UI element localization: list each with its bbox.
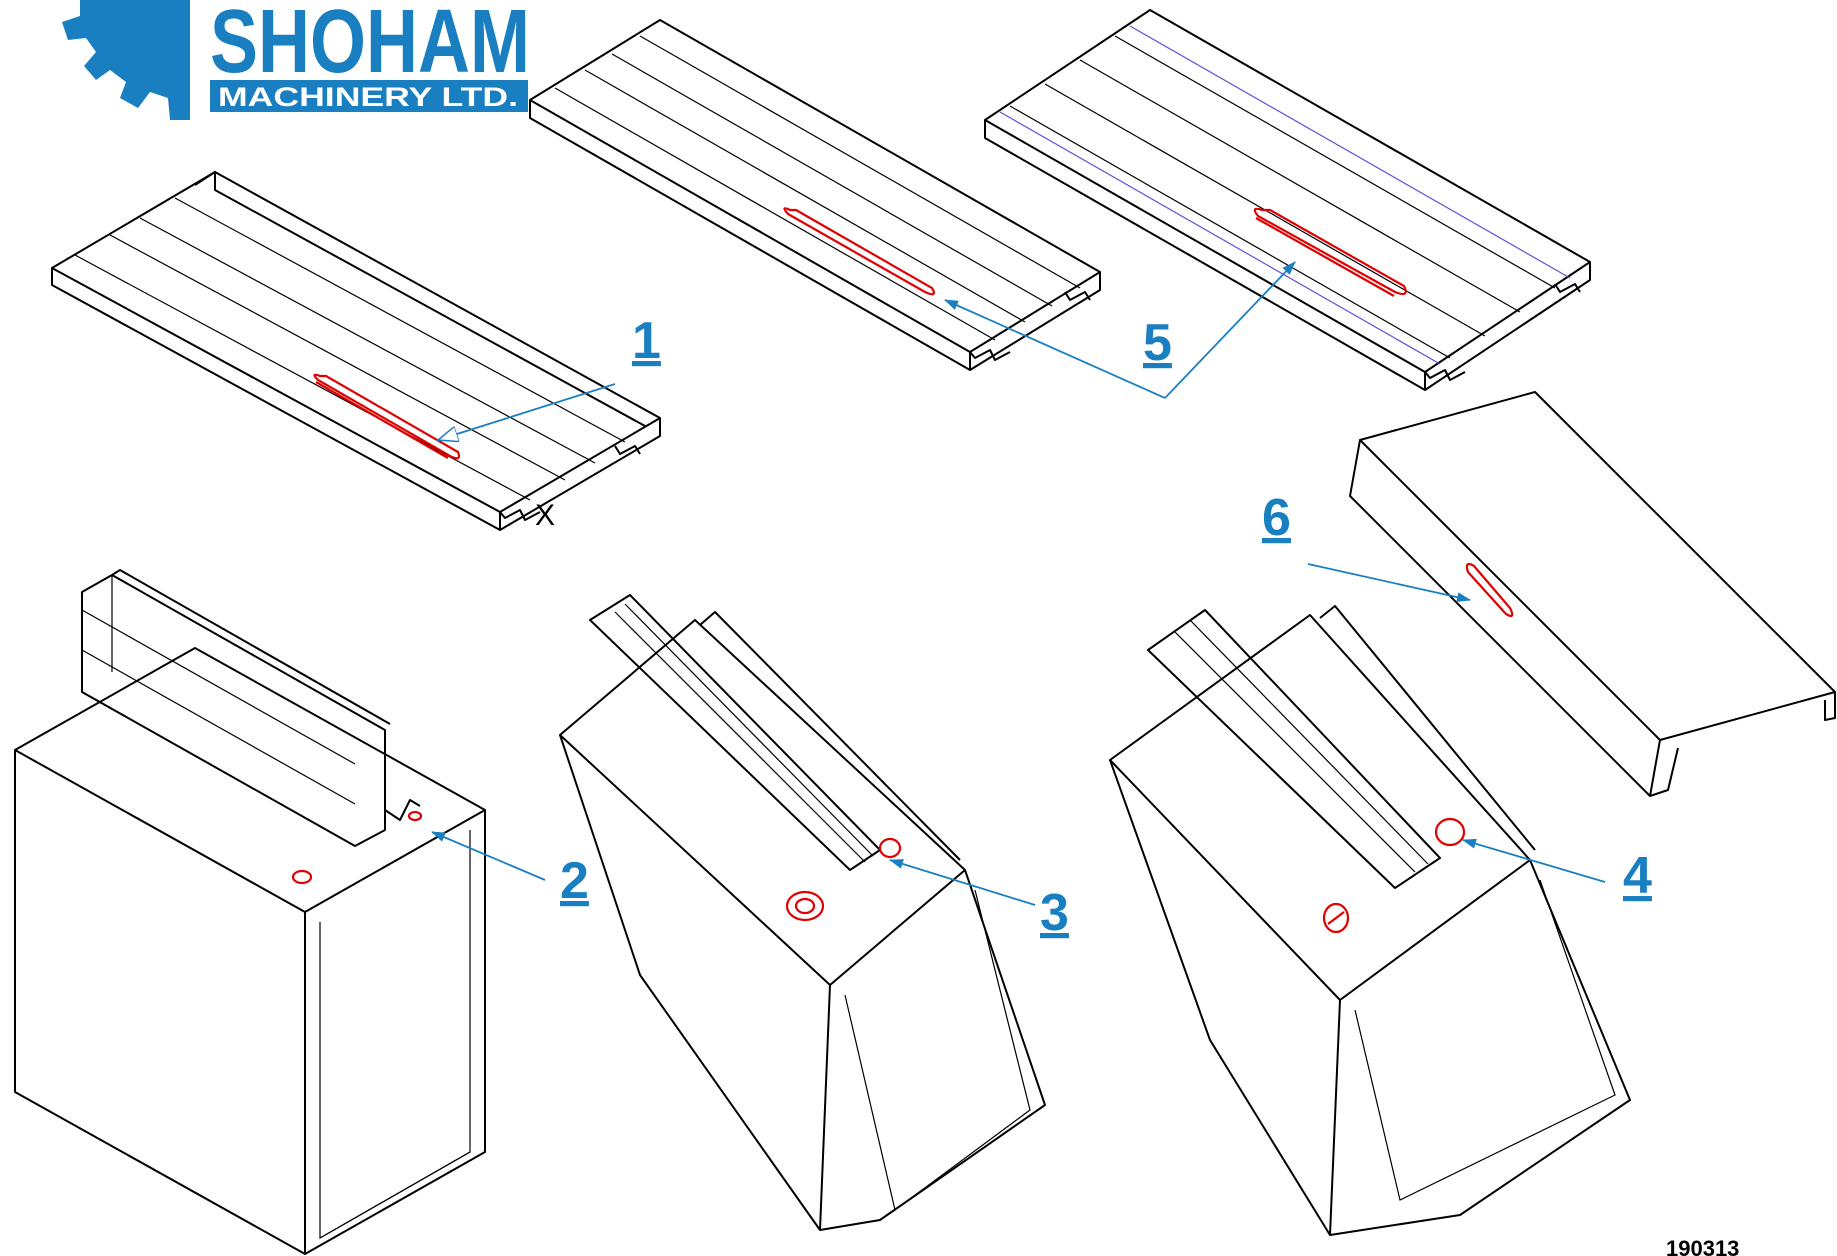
axis-mark: X [535, 499, 555, 532]
leader-3 [889, 859, 1036, 906]
leader-5b [1164, 261, 1296, 399]
callout-label-2: 2 [560, 852, 589, 910]
leader-6 [1307, 563, 1471, 603]
leader-5a [944, 299, 1166, 399]
callout-leaders [431, 261, 1606, 906]
profile-5b-drawing [984, 9, 1591, 391]
callout-label-6: 6 [1262, 489, 1291, 547]
document-number: 190313 [1666, 1236, 1739, 1256]
gear-icon [60, 0, 190, 120]
logo-title: SHOHAM [210, 0, 530, 92]
company-logo: SHOHAM MACHINERY LTD. [60, 0, 530, 120]
leader-4 [1462, 838, 1606, 883]
callout-label-5: 5 [1143, 314, 1172, 372]
logo-subtitle-bar [210, 80, 528, 112]
frame-4-drawing [1109, 605, 1631, 1236]
frame-2-drawing [14, 569, 486, 1255]
callout-label-4: 4 [1623, 847, 1652, 905]
callout-labels: 1 2 3 4 5 6 [560, 312, 1652, 942]
callout-label-1: 1 [632, 312, 661, 370]
leader-1 [438, 383, 616, 440]
frame-3-drawing [559, 594, 1046, 1231]
cover-6-drawing [1349, 391, 1836, 797]
profile-5a-drawing [529, 19, 1101, 371]
logo-subtitle: MACHINERY LTD. [218, 82, 518, 112]
profile-1-drawing: X [51, 171, 661, 532]
callout-label-3: 3 [1040, 884, 1069, 942]
leader-2 [431, 831, 546, 881]
